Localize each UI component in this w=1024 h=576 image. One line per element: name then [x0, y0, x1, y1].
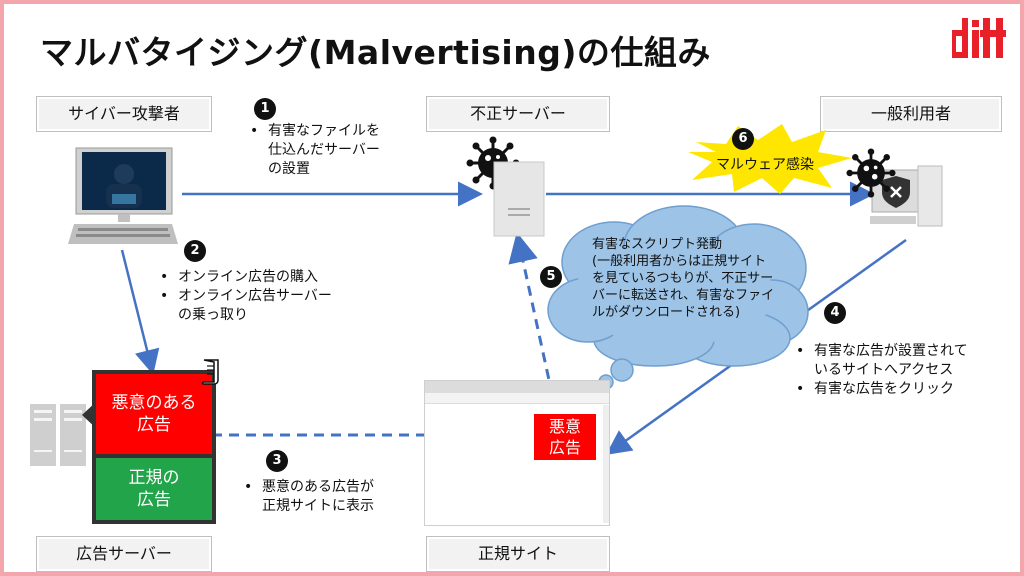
scroll-icon	[201, 359, 219, 385]
step-number-3: 3	[266, 450, 288, 472]
browser-scrollbar	[603, 405, 609, 523]
step-4-text: •有害な広告が設置されて いるサイトへアクセス •有害な広告をクリック	[796, 343, 968, 397]
step-number-5: 5	[540, 266, 562, 288]
malware-infection-label: マルウェア感染	[716, 157, 814, 173]
browser-address-bar	[425, 393, 609, 404]
step-4-item-1: 有害な広告が設置されて いるサイトへアクセス	[814, 343, 968, 378]
server-rack-icon	[30, 404, 86, 466]
step-2-text: •オンライン広告の購入 •オンライン広告サーバー の乗っ取り	[160, 269, 332, 323]
cloud-text-content: 有害なスクリプト発動 (一般利用者からは正規サイトを見ているつもりが、不正サーバ…	[592, 237, 775, 320]
label-ad-server: 広告サーバー	[36, 536, 212, 572]
cloud-description: 有害なスクリプト発動 (一般利用者からは正規サイトを見ているつもりが、不正サーバ…	[592, 236, 778, 321]
label-user: 一般利用者	[820, 96, 1002, 132]
label-bad-server: 不正サーバー	[426, 96, 610, 132]
virus-icon	[846, 148, 896, 198]
step-1-text: •有害なファイルを仕込んだサーバーの設置	[250, 123, 380, 177]
step-2-item-2: オンライン広告サーバー の乗っ取り	[178, 288, 332, 323]
step-1-line-2: 仕込んだサーバー	[268, 142, 380, 158]
arrow-site-to-badserver	[508, 232, 558, 413]
step-4-item-2: 有害な広告をクリック	[814, 381, 954, 397]
starburst-shape	[688, 124, 852, 194]
malicious-ad[interactable]: 悪意のある 広告	[96, 374, 212, 454]
step-3-item-1: 悪意のある広告が 正規サイトに表示	[262, 479, 374, 514]
label-attacker: サイバー攻撃者	[36, 96, 212, 132]
server-icon	[493, 161, 545, 237]
step-number-4: 4	[824, 302, 846, 324]
step-number-2: 2	[184, 240, 206, 262]
computer-hacker-icon	[68, 147, 178, 244]
page-title: マルバタイジング(Malvertising)の仕組み	[40, 33, 711, 72]
arrow-attacker-to-adserver	[120, 249, 160, 375]
step-2-item-1: オンライン広告の購入	[178, 269, 318, 285]
step-1-line-3: の設置	[268, 161, 310, 177]
label-legit-site: 正規サイト	[426, 536, 610, 572]
step-1-line-1: 有害なファイルを	[268, 123, 380, 139]
dit-logo	[952, 18, 1006, 58]
step-3-text: •悪意のある広告が 正規サイトに表示	[244, 479, 374, 514]
browser-tab-bar	[425, 381, 609, 393]
step-number-6: 6	[732, 128, 754, 150]
legit-ad[interactable]: 正規の 広告	[96, 458, 212, 520]
ad-panel-pointer	[82, 400, 98, 430]
small-malicious-ad[interactable]: 悪意 広告	[534, 414, 596, 460]
step-number-1: 1	[254, 98, 276, 120]
blocked-computer-icon	[870, 165, 943, 227]
thought-cloud	[547, 205, 809, 397]
